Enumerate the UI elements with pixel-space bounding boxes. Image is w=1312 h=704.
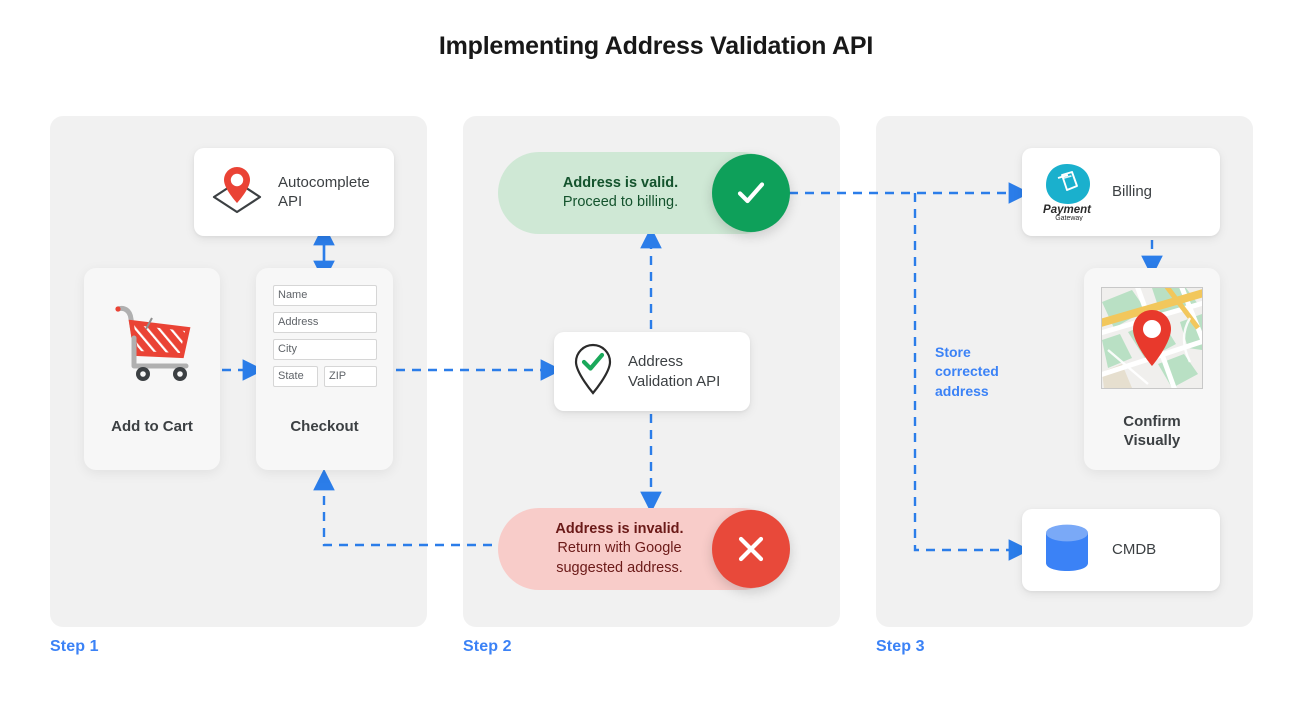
step-1-label: Step 1 [50, 638, 99, 655]
step-3-label: Step 3 [876, 638, 925, 655]
card-billing-label: Billing [1112, 183, 1153, 201]
card-confirm-caption: Confirm Visually [1084, 413, 1220, 451]
card-autocomplete-api[interactable]: Autocomplete API [194, 148, 394, 236]
card-confirm-visually[interactable]: Confirm Visually [1084, 268, 1220, 470]
card-add-to-cart[interactable]: Add to Cart [84, 268, 220, 470]
valid-headline: Address is valid. [562, 174, 679, 191]
confirm-caption-line2: Visually [1123, 431, 1181, 449]
name-field[interactable]: Name [273, 285, 377, 306]
state-field[interactable]: State [273, 366, 318, 387]
validation-label-line1: Address [628, 353, 684, 370]
validation-label-line2: Validation API [628, 372, 721, 390]
card-checkout[interactable]: Name Address City State ZIP Checkout [256, 268, 393, 470]
step-2-label: Step 2 [463, 638, 512, 655]
city-field[interactable]: City [273, 339, 377, 360]
pin-check-icon [570, 341, 616, 402]
x-circle-icon [712, 510, 790, 588]
database-icon [1042, 521, 1092, 580]
note-line1: Store [935, 344, 971, 360]
card-cmdb-label: CMDB [1112, 541, 1157, 559]
note-line3: address [935, 382, 989, 399]
pill-address-valid-text: Address is valid. Proceed to billing. [563, 174, 718, 212]
checkout-form: Name Address City State ZIP [273, 285, 377, 387]
invalid-headline: Address is invalid. [555, 521, 684, 538]
map-thumbnail-icon [1101, 287, 1203, 389]
card-autocomplete-label: Autocomplete API [278, 173, 370, 211]
valid-detail: Proceed to billing. [562, 194, 679, 210]
confirm-caption-line1: Confirm [1123, 413, 1181, 430]
shopping-cart-icon [110, 300, 196, 387]
card-address-validation-api[interactable]: Address Validation API [554, 332, 750, 411]
card-cmdb[interactable]: CMDB [1022, 509, 1220, 591]
card-add-to-cart-caption: Add to Cart [111, 418, 193, 435]
invalid-detail-line1: Return with Google [557, 540, 682, 557]
state-zip-row: State ZIP [273, 366, 377, 387]
payment-logo-primary: Payment [1043, 204, 1092, 216]
address-field[interactable]: Address [273, 312, 377, 333]
note-store-corrected-address: Store corrected address [935, 343, 1025, 401]
card-validation-label: Address Validation API [628, 352, 720, 391]
card-checkout-caption: Checkout [290, 418, 359, 435]
payment-logo-secondary: Gateway [1055, 215, 1083, 221]
pill-address-invalid-text: Address is invalid. Return with Google s… [555, 520, 725, 577]
card-billing[interactable]: Payment Gateway Billing [1022, 148, 1220, 236]
payment-gateway-icon: Payment Gateway [1036, 159, 1098, 226]
check-circle-icon [712, 154, 790, 232]
zip-field[interactable]: ZIP [324, 366, 377, 387]
map-pin-icon [208, 162, 266, 223]
page-title: Implementing Address Validation API [438, 32, 874, 60]
note-line2: corrected [935, 363, 999, 380]
invalid-detail-line2: suggested address. [556, 559, 683, 576]
